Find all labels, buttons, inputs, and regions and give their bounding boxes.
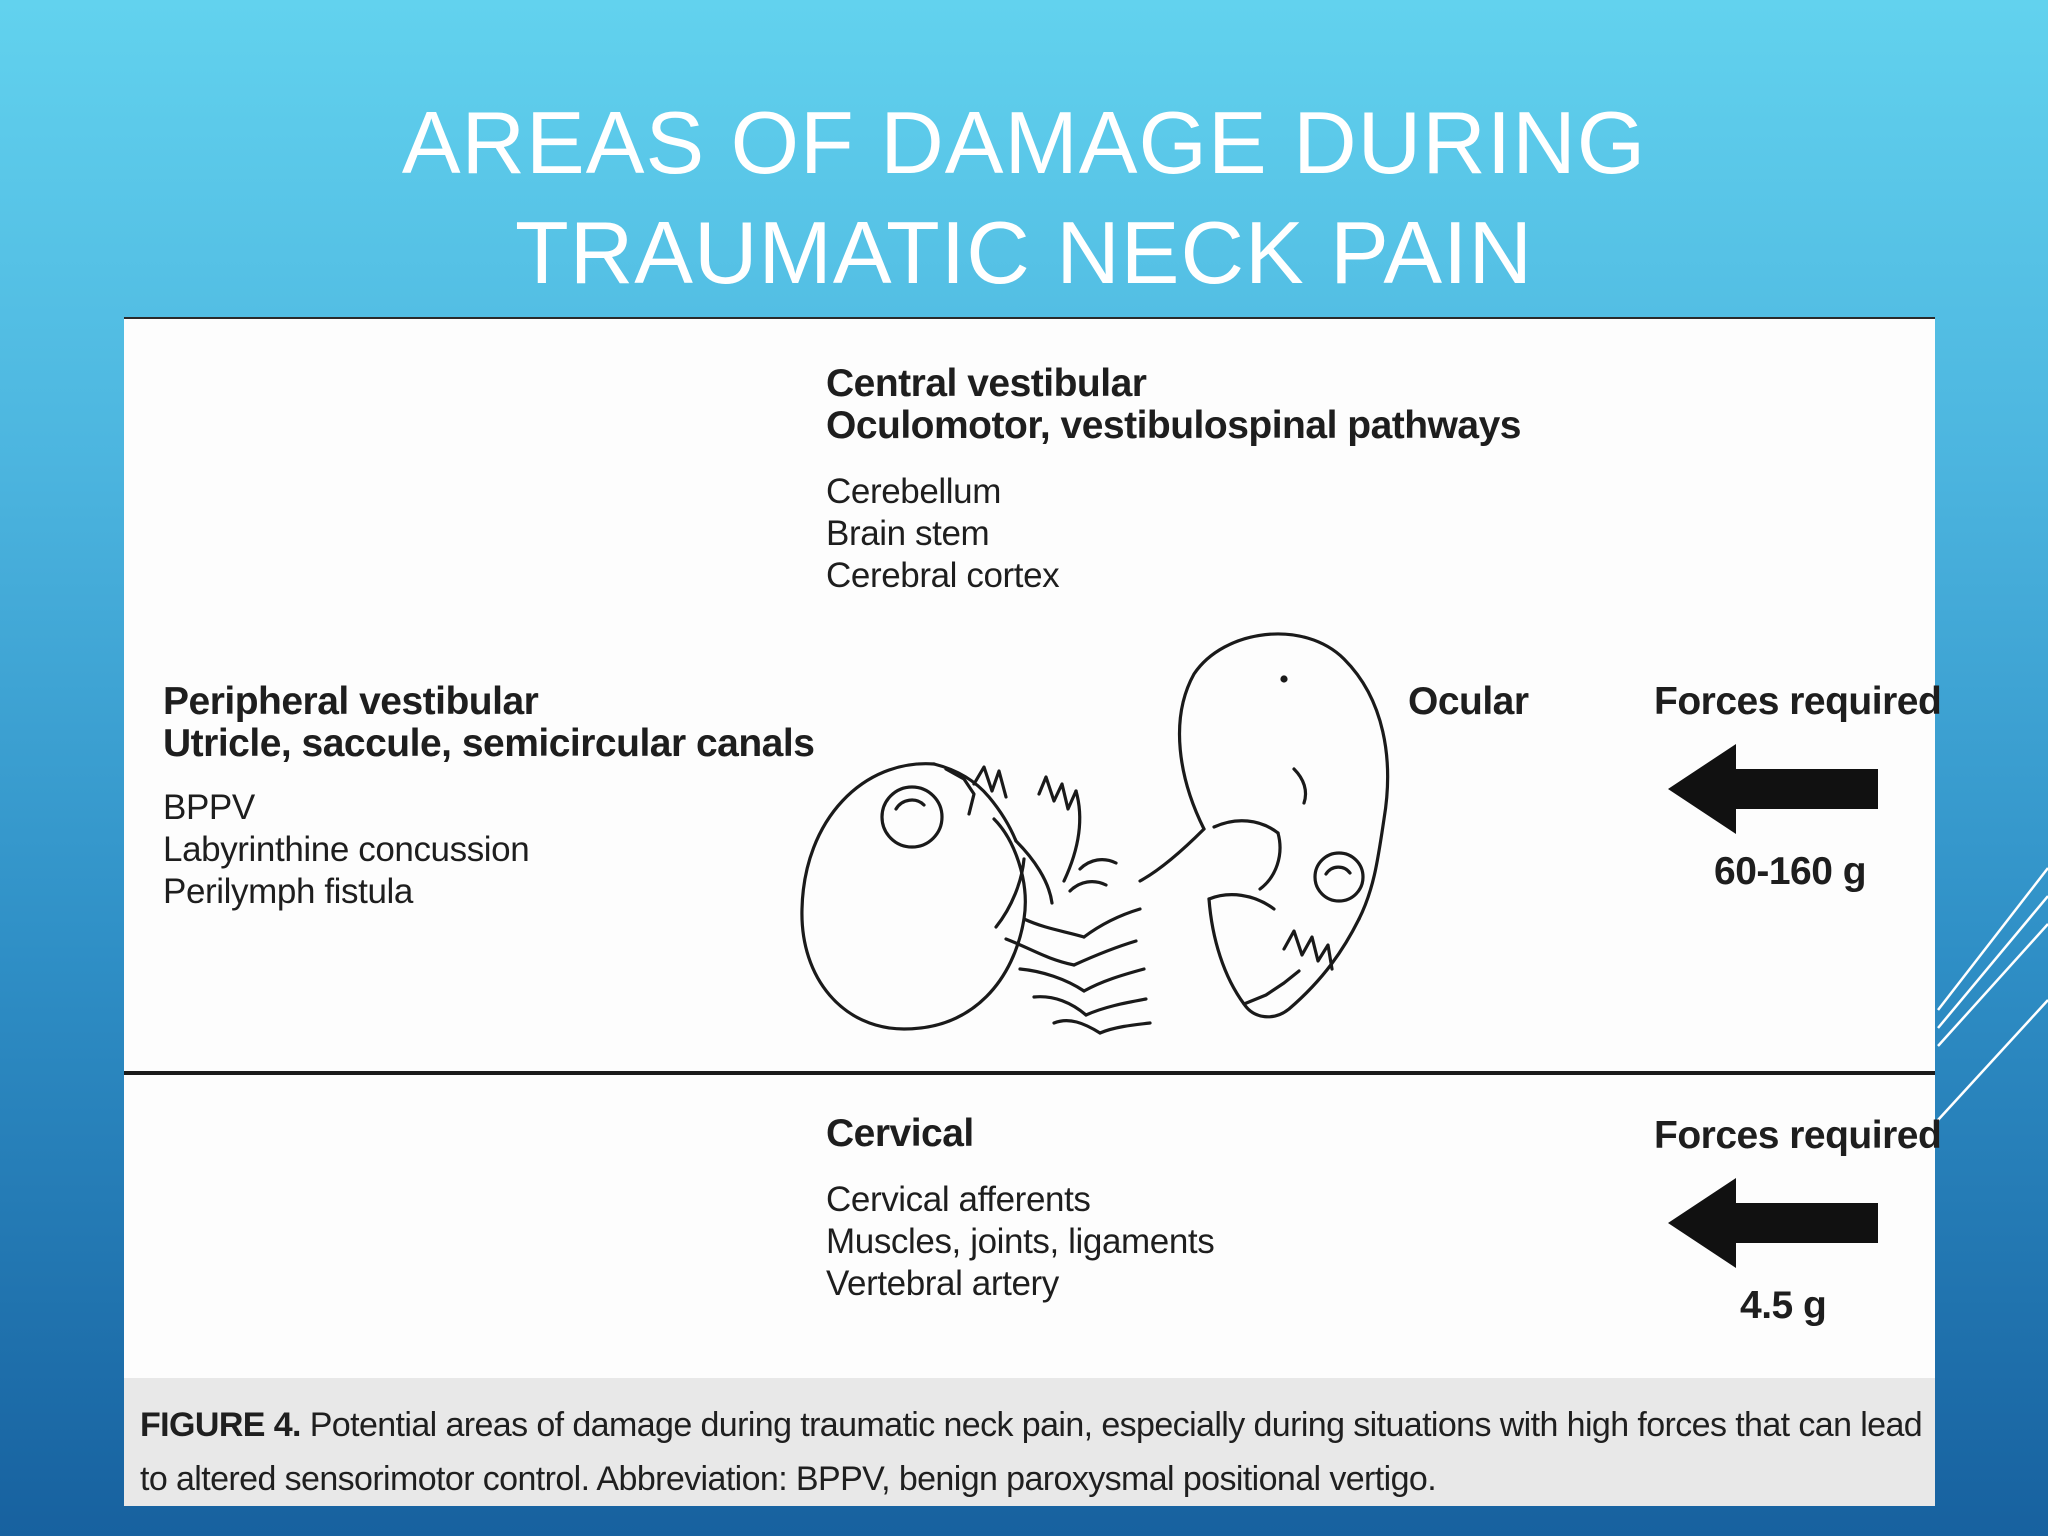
forces-required-label-bottom: Forces required (1654, 1114, 1942, 1157)
section-divider (124, 1071, 1935, 1075)
skull-whiplash-illustration (800, 632, 1390, 1035)
peripheral-vestibular-list: BPPV Labyrinthine concussion Perilymph f… (163, 787, 530, 913)
left-arrow-icon (1668, 744, 1878, 834)
forces-value-bottom: 4.5 g (1740, 1284, 1827, 1327)
list-item: Muscles, joints, ligaments (826, 1222, 1215, 1261)
list-item: Vertebral artery (826, 1264, 1059, 1303)
caption-text: FIGURE 4. Potential areas of damage duri… (140, 1398, 1930, 1506)
list-item: Cervical afferents (826, 1180, 1091, 1219)
list-item: Labyrinthine concussion (163, 830, 530, 869)
caption-label: FIGURE 4. (140, 1406, 301, 1444)
central-vestibular-heading: Central vestibular Oculomotor, vestibulo… (826, 362, 1521, 447)
forces-required-label-top: Forces required (1654, 680, 1942, 723)
list-item: Cerebral cortex (826, 556, 1060, 595)
figure-panel: Central vestibular Oculomotor, vestibulo… (124, 317, 1942, 1506)
diagonal-lines-decoration (1937, 867, 2048, 1121)
figure-caption: FIGURE 4. Potential areas of damage duri… (124, 1378, 1935, 1506)
slide-title: AREAS OF DAMAGE DURING TRAUMATIC NECK PA… (0, 88, 2048, 308)
peripheral-vestibular-heading: Peripheral vestibular Utricle, saccule, … (163, 680, 815, 765)
central-vestibular-list: Cerebellum Brain stem Cerebral cortex (826, 471, 1060, 597)
list-item: Cerebellum (826, 472, 1001, 511)
list-item: BPPV (163, 788, 255, 827)
list-item: Brain stem (826, 514, 990, 553)
cervical-list: Cervical afferents Muscles, joints, liga… (826, 1179, 1215, 1305)
slide-title-line-1: AREAS OF DAMAGE DURING (401, 93, 1647, 192)
slide-title-line-2: TRAUMATIC NECK PAIN (514, 203, 1534, 302)
left-arrow-icon (1668, 1178, 1878, 1268)
forces-value-top: 60-160 g (1714, 850, 1867, 893)
cervical-heading: Cervical (826, 1112, 974, 1155)
ocular-heading: Ocular (1408, 680, 1529, 723)
caption-body: Potential areas of damage during traumat… (140, 1406, 1923, 1498)
list-item: Perilymph fistula (163, 872, 413, 911)
